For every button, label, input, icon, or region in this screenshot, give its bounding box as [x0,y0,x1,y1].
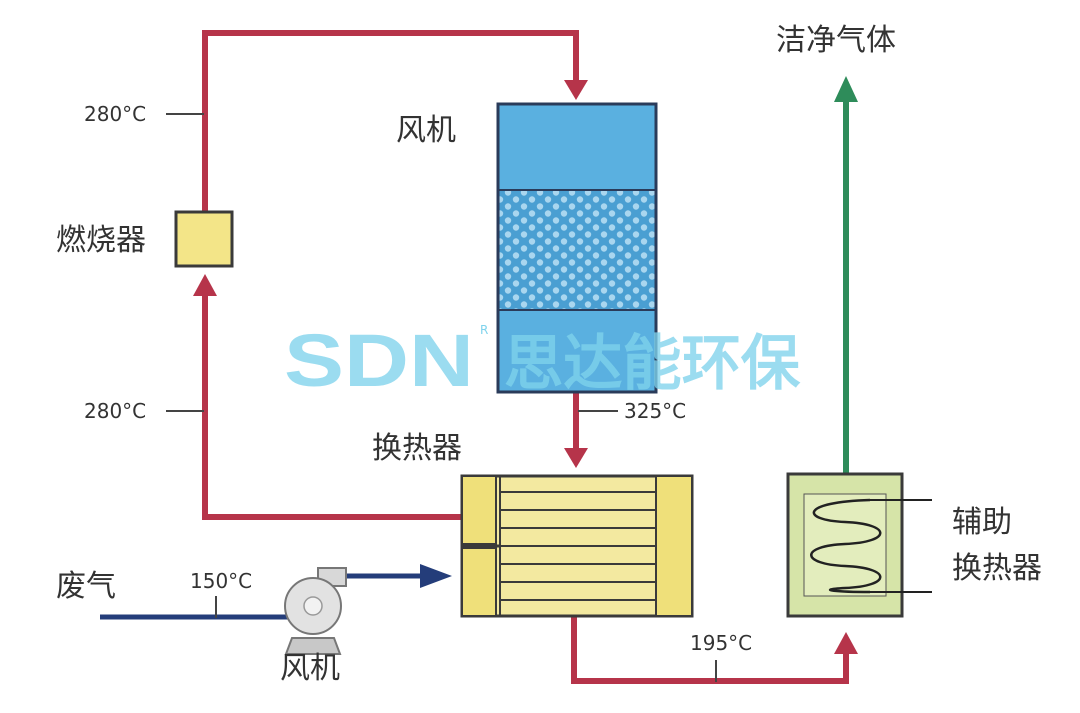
tower-bottom-chamber [498,310,656,392]
temp-top-left: 280°C [84,102,146,126]
waste-gas-pipe [100,564,452,620]
pipe-exchanger-to-burner [202,290,462,520]
temperature-labels: 280°C 280°C 325°C 150°C 195°C [84,102,752,655]
watermark-latin: SDN [284,319,474,402]
arrow-up-into-aux-icon [834,632,858,654]
hx-tubes [500,491,656,601]
arrow-down-into-tower-icon [564,80,588,100]
heat-exchanger [460,474,694,618]
temp-hx-out: 195°C [690,631,752,655]
hx-right-header [655,475,693,617]
label-burner: 燃烧器 [56,223,146,258]
arrow-up-into-burner-icon [193,274,217,296]
label-bottom-fan: 风机 [280,651,340,686]
watermark-registered-mark: R [480,323,488,337]
hx-left-header-bottom [461,547,497,617]
aux-coil [810,498,882,594]
hx-left-header-top [461,475,497,545]
label-aux-line2: 换热器 [952,551,1042,586]
arrow-up-clean-gas-icon [834,76,858,102]
label-aux-line1: 辅助 [952,505,1012,540]
label-clean-gas: 洁净气体 [776,23,896,58]
temperature-leaders [166,113,717,682]
arrow-down-into-exchanger-icon [564,448,588,468]
fan-pump [284,567,347,655]
labels: 风机 燃烧器 换热器 废气 风机 辅助 换热器 洁净气体 [56,23,1042,686]
fan-hub [303,596,323,616]
watermark-chinese: 思达能环保 [504,329,801,399]
tower-top-chamber [498,104,656,190]
burner [174,210,234,268]
label-heat-exchanger: 换热器 [372,431,462,466]
fan-base [284,637,342,655]
temp-inlet: 150°C [190,569,252,593]
rto-tower [496,102,658,394]
tower-outline [496,102,658,394]
temp-tower-out: 325°C [624,399,686,423]
clean-gas-pipe [834,76,858,474]
pipe-exchanger-to-aux [571,616,849,684]
pipe-burner-to-tower [202,30,579,214]
watermark: SDN R 思达能环保 [284,319,801,402]
temp-mid-left: 280°C [84,399,146,423]
burner-box [174,210,234,268]
label-tower-fan: 风机 [396,113,456,148]
label-waste-gas: 废气 [56,569,116,604]
aux-heat-exchanger [786,472,932,618]
hot-gas-pipes [202,30,849,684]
tower-packing-bed [498,190,656,310]
arrow-right-into-exchanger-icon [420,564,452,588]
hot-gas-arrows [193,80,858,654]
